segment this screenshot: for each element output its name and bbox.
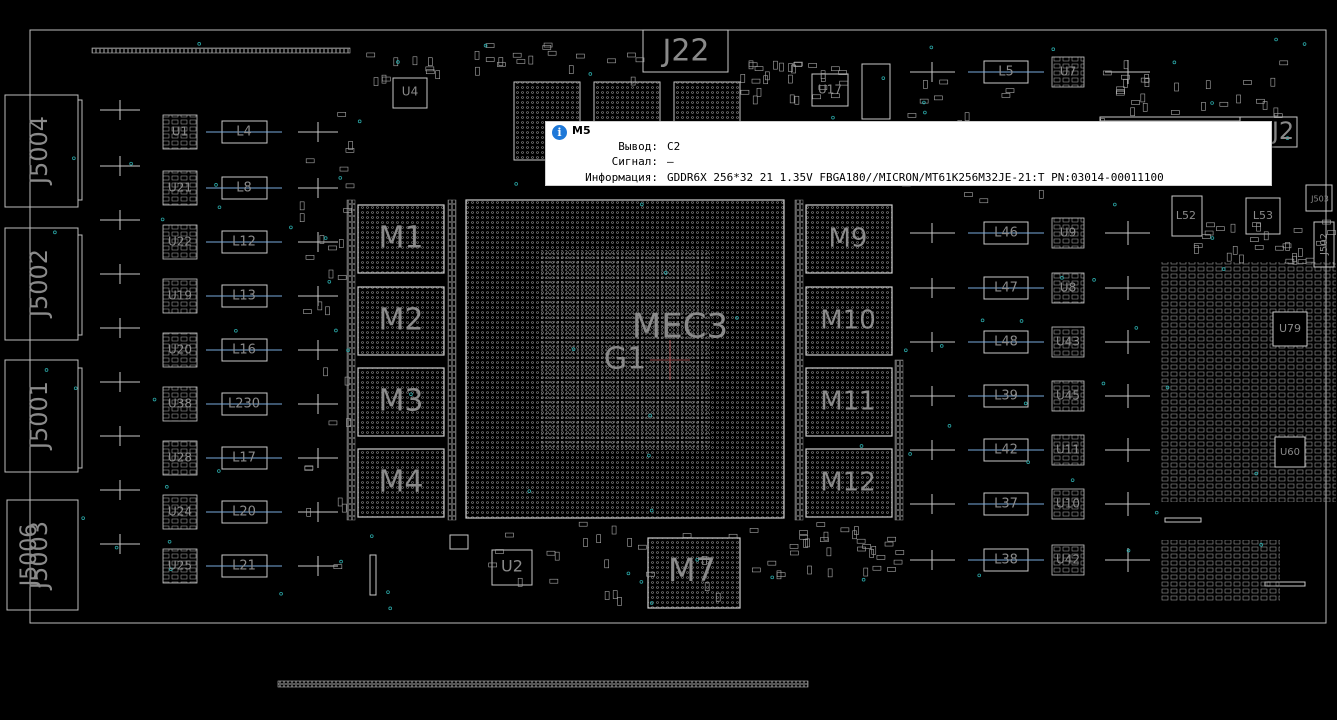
memory-chip-label[interactable]: M11 (820, 387, 876, 417)
pcie-edge-fingers (277, 680, 809, 688)
inductor-label[interactable]: L8 (236, 181, 252, 196)
tooltip-key: Информация: (585, 171, 658, 184)
regulator-label[interactable]: U11 (1056, 443, 1080, 457)
inductor-label[interactable]: L47 (994, 281, 1018, 296)
edge-connector-top (91, 47, 351, 54)
connector-label[interactable]: J5002 (25, 249, 53, 319)
bottom-parts (369, 534, 533, 596)
regulator-label[interactable]: U42 (1056, 553, 1080, 567)
connector-label[interactable]: J503 (1310, 195, 1329, 204)
memory-left-column (357, 204, 445, 518)
right-dense-region (1160, 184, 1336, 602)
memory-chip-label[interactable]: M12 (820, 468, 876, 498)
right-vrm-array (910, 56, 1150, 576)
memory-right-column (805, 204, 893, 518)
inductor-label[interactable]: L38 (994, 553, 1018, 568)
regulator-label[interactable]: U19 (168, 289, 192, 303)
inductor-label[interactable]: L5 (998, 65, 1014, 80)
memory-chip-label[interactable]: M7 (668, 551, 716, 589)
ic-label[interactable]: U2 (501, 557, 523, 576)
inductor-label[interactable]: L17 (232, 451, 256, 466)
regulator-label[interactable]: U25 (168, 559, 192, 573)
tooltip-title: M5 (572, 124, 591, 137)
ic-label[interactable]: U4 (402, 85, 418, 99)
inductor-label[interactable]: L46 (994, 226, 1018, 241)
connector-label[interactable]: J2 (1270, 117, 1294, 145)
connector-label[interactable]: J5003 (25, 521, 53, 591)
inductor-label[interactable]: L21 (232, 559, 256, 574)
inductor-label[interactable]: L4 (236, 125, 252, 140)
ic-label[interactable]: U17 (818, 83, 842, 97)
regulator-label[interactable]: U21 (168, 181, 192, 195)
regulator-label[interactable]: U1 (172, 125, 188, 139)
inductor-label[interactable]: L37 (994, 497, 1018, 512)
regulator-label[interactable]: U10 (1056, 497, 1080, 511)
ic-label[interactable]: U79 (1279, 322, 1301, 335)
connector-label[interactable]: J502 (1319, 233, 1330, 256)
inductor-label[interactable]: L52 (1176, 209, 1196, 222)
regulator-label[interactable]: U22 (168, 235, 192, 249)
gpu-package (465, 199, 785, 519)
memory-chip-label[interactable]: M4 (379, 465, 424, 500)
inductor-label[interactable]: L230 (228, 397, 260, 412)
inductor-label[interactable]: L20 (232, 505, 256, 520)
gpu-refdes-label[interactable]: G1 (604, 342, 646, 377)
regulator-label[interactable]: U43 (1056, 335, 1080, 349)
inductor-label[interactable]: L12 (232, 235, 256, 250)
tooltip-key: Сигнал: (611, 155, 658, 168)
gpu-label[interactable]: MEC3 (632, 307, 728, 347)
regulator-label[interactable]: U8 (1060, 281, 1076, 295)
regulator-label[interactable]: U24 (168, 505, 192, 519)
memory-chip-label[interactable]: M3 (379, 384, 424, 419)
inductor-label[interactable]: L39 (994, 389, 1018, 404)
connector-label[interactable]: J5006 (17, 524, 42, 588)
memory-bottom (647, 537, 741, 609)
memory-chip-label[interactable]: M2 (379, 303, 424, 338)
inductor-label[interactable]: L16 (232, 343, 256, 358)
info-icon: i (552, 125, 567, 140)
inductor-label[interactable]: L13 (232, 289, 256, 304)
regulator-label[interactable]: U9 (1060, 226, 1076, 240)
regulator-label[interactable]: U20 (168, 343, 192, 357)
tooltip-key: Вывод: (618, 140, 658, 153)
regulator-label[interactable]: U7 (1060, 65, 1076, 79)
regulator-label[interactable]: U38 (168, 397, 192, 411)
connector-label[interactable]: J5001 (25, 381, 53, 451)
tooltip-value: GDDR6X 256*32 21 1.35V FBGA180//MICRON/M… (667, 171, 1164, 184)
left-vrm-array (100, 100, 338, 584)
connector-label[interactable]: J5004 (25, 116, 53, 186)
memory-chip-label[interactable]: M9 (829, 224, 868, 254)
ic-label[interactable]: U60 (1280, 447, 1300, 458)
left-connectors (4, 94, 83, 611)
connector-label[interactable]: J22 (660, 34, 709, 69)
regulator-label[interactable]: U45 (1056, 389, 1080, 403)
memory-chip-label[interactable]: M10 (820, 306, 876, 336)
tooltip-value: — (667, 155, 674, 168)
inductor-label[interactable]: L53 (1253, 209, 1273, 222)
tooltip-value: C2 (667, 140, 681, 153)
component-tooltip: i M5 Вывод: C2 Сигнал: — Информация: GDD… (545, 121, 1272, 186)
inductor-label[interactable]: L42 (994, 443, 1018, 458)
memory-chip-label[interactable]: M1 (379, 221, 424, 256)
inductor-label[interactable]: L48 (994, 335, 1018, 350)
regulator-label[interactable]: U28 (168, 451, 192, 465)
